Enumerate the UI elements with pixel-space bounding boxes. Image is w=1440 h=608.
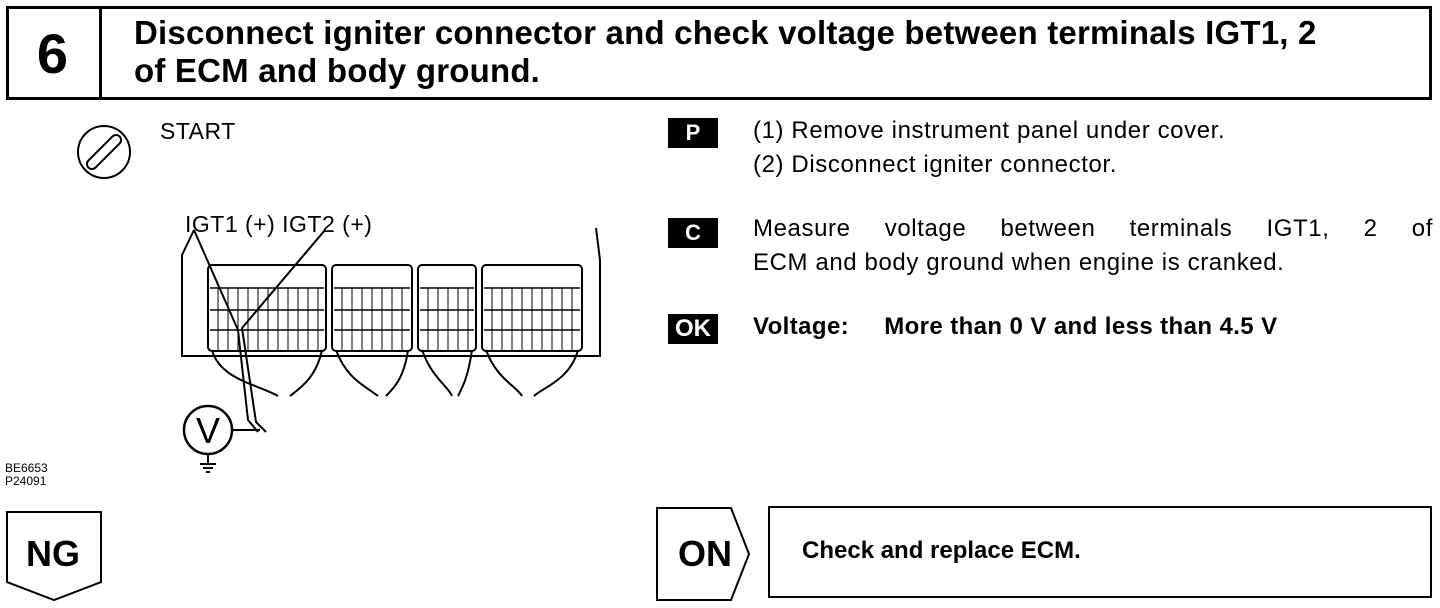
p-instruction: (1) Remove instrument panel under cover.… xyxy=(753,114,1225,182)
step-title-line-1: Disconnect igniter connector and check v… xyxy=(134,14,1317,51)
voltmeter-symbol: V xyxy=(196,410,220,451)
c-line-2: ECM and body ground when engine is crank… xyxy=(753,249,1285,276)
step-number: 6 xyxy=(6,6,102,100)
figure-code-line-1: BE6653 xyxy=(5,461,48,475)
c-line-1: Measure voltage between terminals IGT1, … xyxy=(753,215,1433,242)
figure-code: BE6653 P24091 xyxy=(5,462,48,488)
step-title: Disconnect igniter connector and check v… xyxy=(134,14,1414,90)
ok-label: Voltage: xyxy=(753,313,850,340)
ground-symbol xyxy=(200,454,216,473)
on-label: ON xyxy=(678,533,732,574)
ok-tag: OK xyxy=(668,314,718,344)
ok-value: More than 0 V and less than 4.5 V xyxy=(884,313,1278,340)
p-line-2: (2) Disconnect igniter connector. xyxy=(753,151,1117,178)
c-tag: C xyxy=(668,218,718,248)
step-header-box xyxy=(6,6,1432,100)
ignition-key-icon xyxy=(77,125,131,179)
step-title-line-2: of ECM and body ground. xyxy=(134,52,541,89)
ng-label: NG xyxy=(26,533,80,574)
p-line-1: (1) Remove instrument panel under cover. xyxy=(753,117,1226,144)
ng-arrow-box xyxy=(6,511,102,602)
probe-labels: IGT1 (+) IGT2 (+) xyxy=(185,211,372,237)
c-instruction: Measure voltage between terminals IGT1, … xyxy=(753,212,1433,280)
action-box xyxy=(768,506,1432,598)
action-text: Check and replace ECM. xyxy=(802,537,1081,564)
figure-code-line-2: P24091 xyxy=(5,474,47,488)
start-label: START xyxy=(160,118,236,144)
on-arrow-box xyxy=(656,507,751,601)
ecm-connector-diagram: IGT1 (+) IGT2 (+) V xyxy=(181,211,601,473)
ok-spec: Voltage: More than 0 V and less than 4.5… xyxy=(753,313,1278,341)
p-tag: P xyxy=(668,118,718,148)
